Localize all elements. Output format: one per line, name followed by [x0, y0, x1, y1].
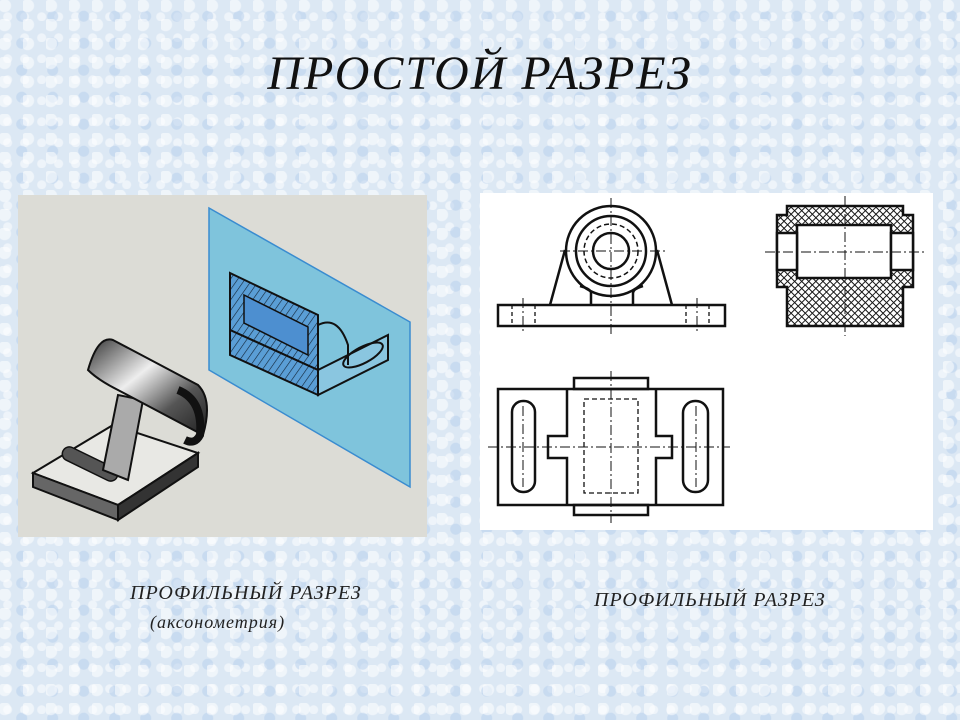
right-caption: ПРОФИЛЬНЫЙ РАЗРЕЗ [594, 589, 826, 611]
orthographic-drawing [488, 196, 924, 523]
axonometric-figure [18, 195, 427, 537]
top-view [488, 371, 730, 523]
left-caption: ПРОФИЛЬНЫЙ РАЗРЕЗ [130, 582, 362, 604]
left-subcaption: (аксонометрия) [150, 612, 286, 632]
orthographic-figure [480, 193, 933, 530]
axonometric-drawing [30, 206, 411, 522]
profile-section [765, 196, 924, 336]
slide-title: ПРОСТОЙ РАЗРЕЗ [267, 47, 693, 100]
front-view [496, 198, 727, 335]
